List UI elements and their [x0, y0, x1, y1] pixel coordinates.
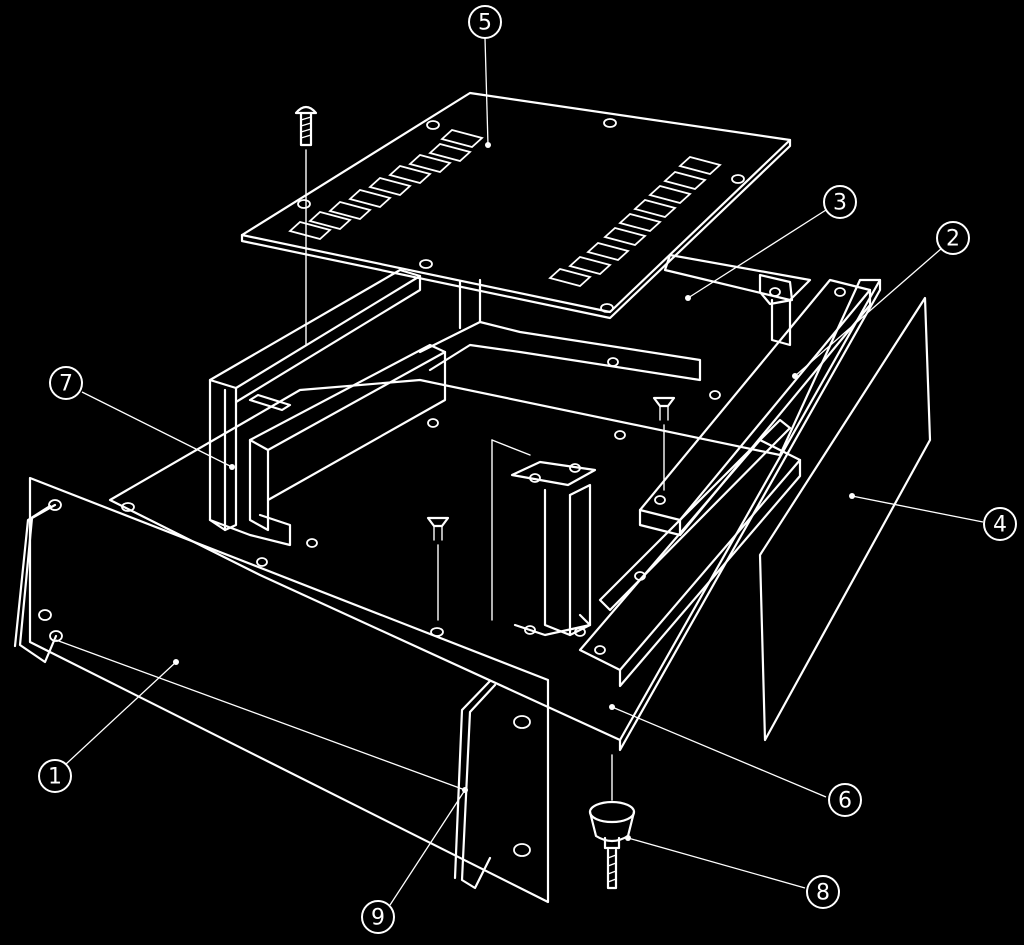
callout-7: 7 [49, 366, 83, 400]
callout-4: 4 [983, 507, 1017, 541]
callout-5-label: 5 [478, 11, 492, 36]
callout-2-label: 2 [946, 227, 960, 252]
callout-8-label: 8 [816, 881, 830, 906]
callout-6: 6 [828, 783, 862, 817]
top-cover-vents-right [548, 156, 722, 287]
front-panel [28, 476, 550, 904]
rubber-foot-icon [588, 754, 636, 890]
callout-6-label: 6 [838, 789, 852, 814]
callout-7-label: 7 [59, 372, 73, 397]
callout-9-label: 9 [371, 906, 385, 931]
callout-1-label: 1 [48, 765, 62, 790]
callout-8: 8 [806, 875, 840, 909]
top-cover-vents-left [288, 129, 484, 240]
side-panel [758, 296, 932, 742]
top-cover-panel [240, 91, 792, 320]
chassis-screw-icon [426, 396, 676, 621]
bottom-plate [108, 278, 882, 752]
callout-4-label: 4 [993, 513, 1007, 538]
callout-5: 5 [468, 5, 502, 39]
leader-lines [55, 37, 984, 906]
callout-3: 3 [823, 185, 857, 219]
front-handle-right-icon [453, 679, 497, 890]
callout-1: 1 [38, 759, 72, 793]
top-screw-icon [294, 105, 318, 346]
callout-2: 2 [936, 221, 970, 255]
callout-9: 9 [361, 900, 395, 934]
callout-3-label: 3 [833, 191, 847, 216]
front-handle-left-icon [13, 503, 58, 664]
chassis-frame [208, 253, 872, 688]
